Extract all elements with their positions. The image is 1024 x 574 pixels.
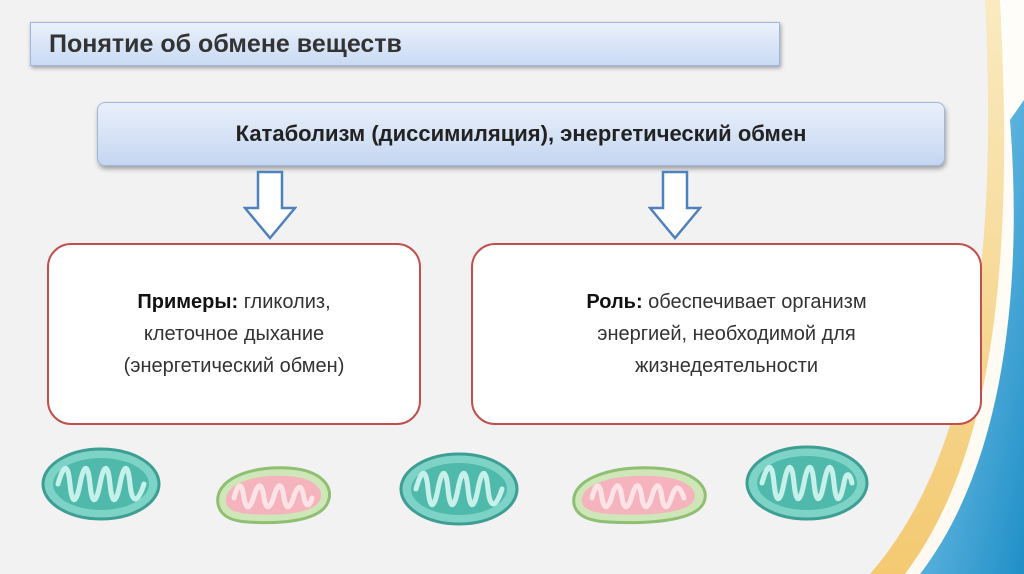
examples-label: Примеры: — [137, 291, 239, 313]
mitochondrion-teal-icon — [399, 452, 519, 526]
slide-title: Понятие об обмене веществ — [30, 22, 780, 66]
role-label: Роль: — [586, 291, 643, 313]
down-arrow-icon — [243, 170, 297, 240]
examples-card: Примеры: гликолиз, клеточное дыхание (эн… — [47, 243, 421, 425]
role-line-2: энергией, необходимой для — [597, 323, 856, 345]
role-line-1: обеспечивает организм — [642, 291, 867, 313]
examples-line-3: (энергетический обмен) — [123, 355, 345, 377]
down-arrow-icon — [648, 170, 702, 240]
role-line-3: жизнедеятельности — [634, 355, 819, 377]
examples-line-2: клеточное дыхание — [143, 323, 325, 345]
mitochondrion-pink-icon — [572, 466, 707, 525]
mitochondrion-pink-icon — [216, 466, 331, 525]
catabolism-header: Катаболизм (диссимиляция), энергетически… — [97, 102, 945, 166]
role-card: Роль: обеспечивает организм энергией, не… — [471, 243, 982, 425]
mitochondrion-teal-icon — [41, 447, 161, 521]
mitochondrion-teal-icon — [745, 445, 869, 521]
examples-line-1: гликолиз, — [238, 291, 331, 313]
